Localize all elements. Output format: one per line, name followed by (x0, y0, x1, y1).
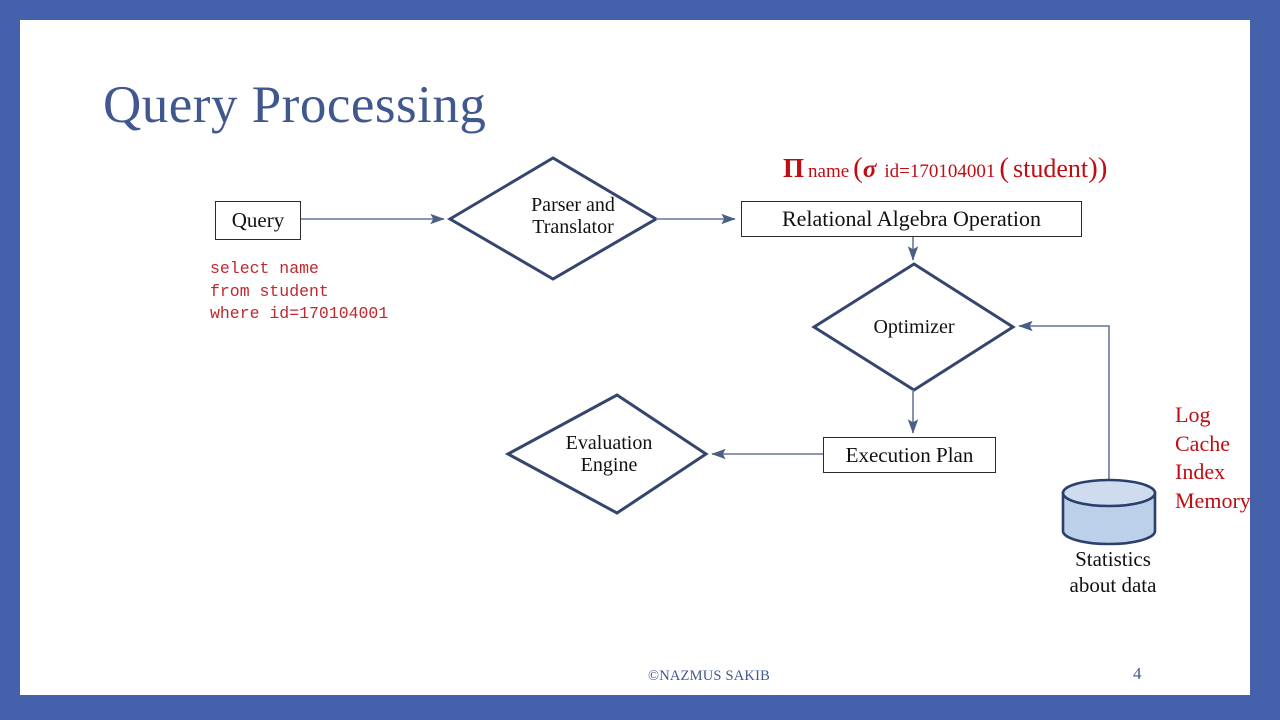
projection-attribute: name (808, 161, 850, 182)
resource-list: Log Cache Index Memory (1175, 402, 1251, 513)
node-query: Query (215, 201, 301, 240)
connector-statistics-to-optimizer (1018, 320, 1110, 484)
slide-canvas: Query Processing Π name (σ id=170104001 … (20, 20, 1251, 695)
statistics-database-cylinder (1061, 478, 1157, 546)
formula-relation-name: student (1013, 154, 1089, 183)
selection-symbol: σ (862, 156, 877, 183)
page-title: Query Processing (103, 76, 487, 134)
relational-algebra-formula: Π name (σ id=170104001 ( student)) (783, 154, 1107, 183)
node-optimizer-label: Optimizer (873, 316, 955, 338)
formula-close-parens: )) (1088, 152, 1108, 184)
node-parser-and-translator-label: Parser and Translator (531, 194, 615, 239)
statistics-about-data-label: Statistics about data (1069, 547, 1157, 598)
formula-open-paren-2: ( (999, 152, 1009, 184)
selection-predicate: id=170104001 (884, 161, 996, 182)
formula-open-paren-1: ( (853, 152, 863, 184)
footer-credit: ©NAZMUS SAKIB (648, 668, 770, 684)
node-relational-algebra-operation: Relational Algebra Operation (741, 201, 1082, 237)
projection-symbol: Π (783, 153, 805, 183)
footer-page-number: 4 (1133, 664, 1142, 683)
sql-query-text: select name from student where id=170104… (210, 259, 389, 323)
node-evaluation-engine-label: Evaluation Engine (565, 432, 653, 477)
node-execution-plan: Execution Plan (823, 437, 996, 473)
diagram-canvas: Query Processing Π name (σ id=170104001 … (20, 20, 1251, 695)
